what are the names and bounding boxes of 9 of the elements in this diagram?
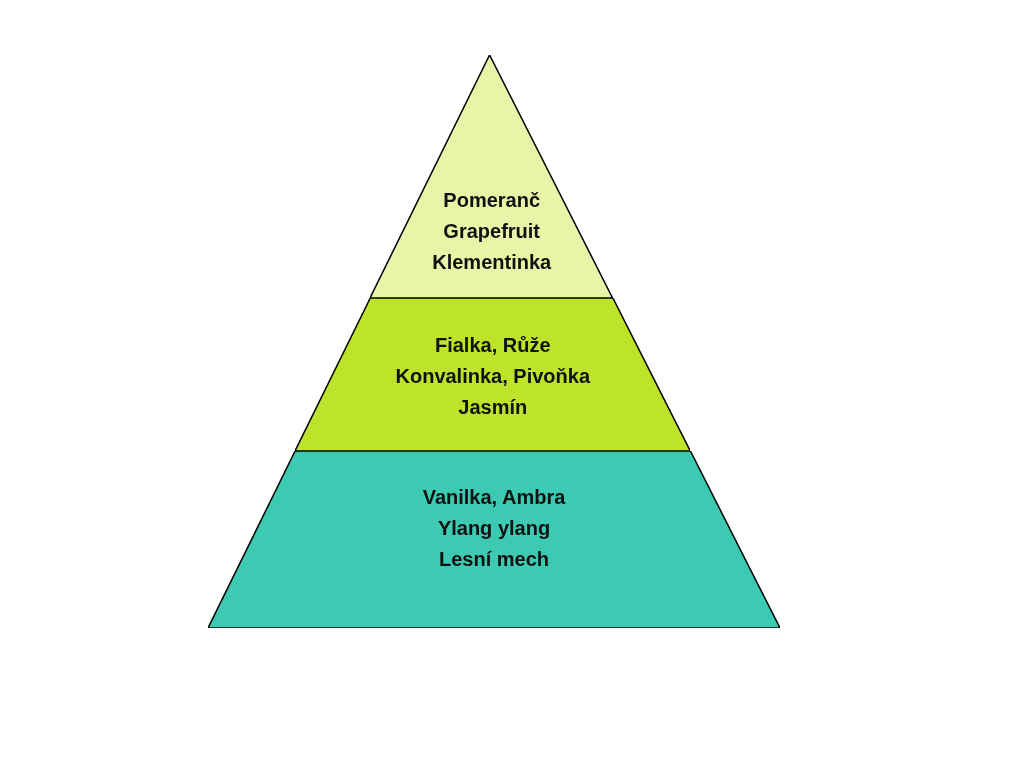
- tier-text: Jasmín: [458, 395, 528, 420]
- tier-text: Lesní mech: [438, 547, 549, 572]
- tier-text: Konvalinka, Pivoňka: [395, 364, 590, 389]
- tier-text: Fialka, Růže: [434, 333, 551, 358]
- tier-text: Klementinka: [432, 250, 552, 275]
- tier-text: Vanilka, Ambra: [422, 485, 566, 510]
- tier-text: Grapefruit: [443, 219, 541, 244]
- tier-text: Pomeranč: [443, 188, 541, 213]
- tier-text: Ylang ylang: [437, 516, 551, 541]
